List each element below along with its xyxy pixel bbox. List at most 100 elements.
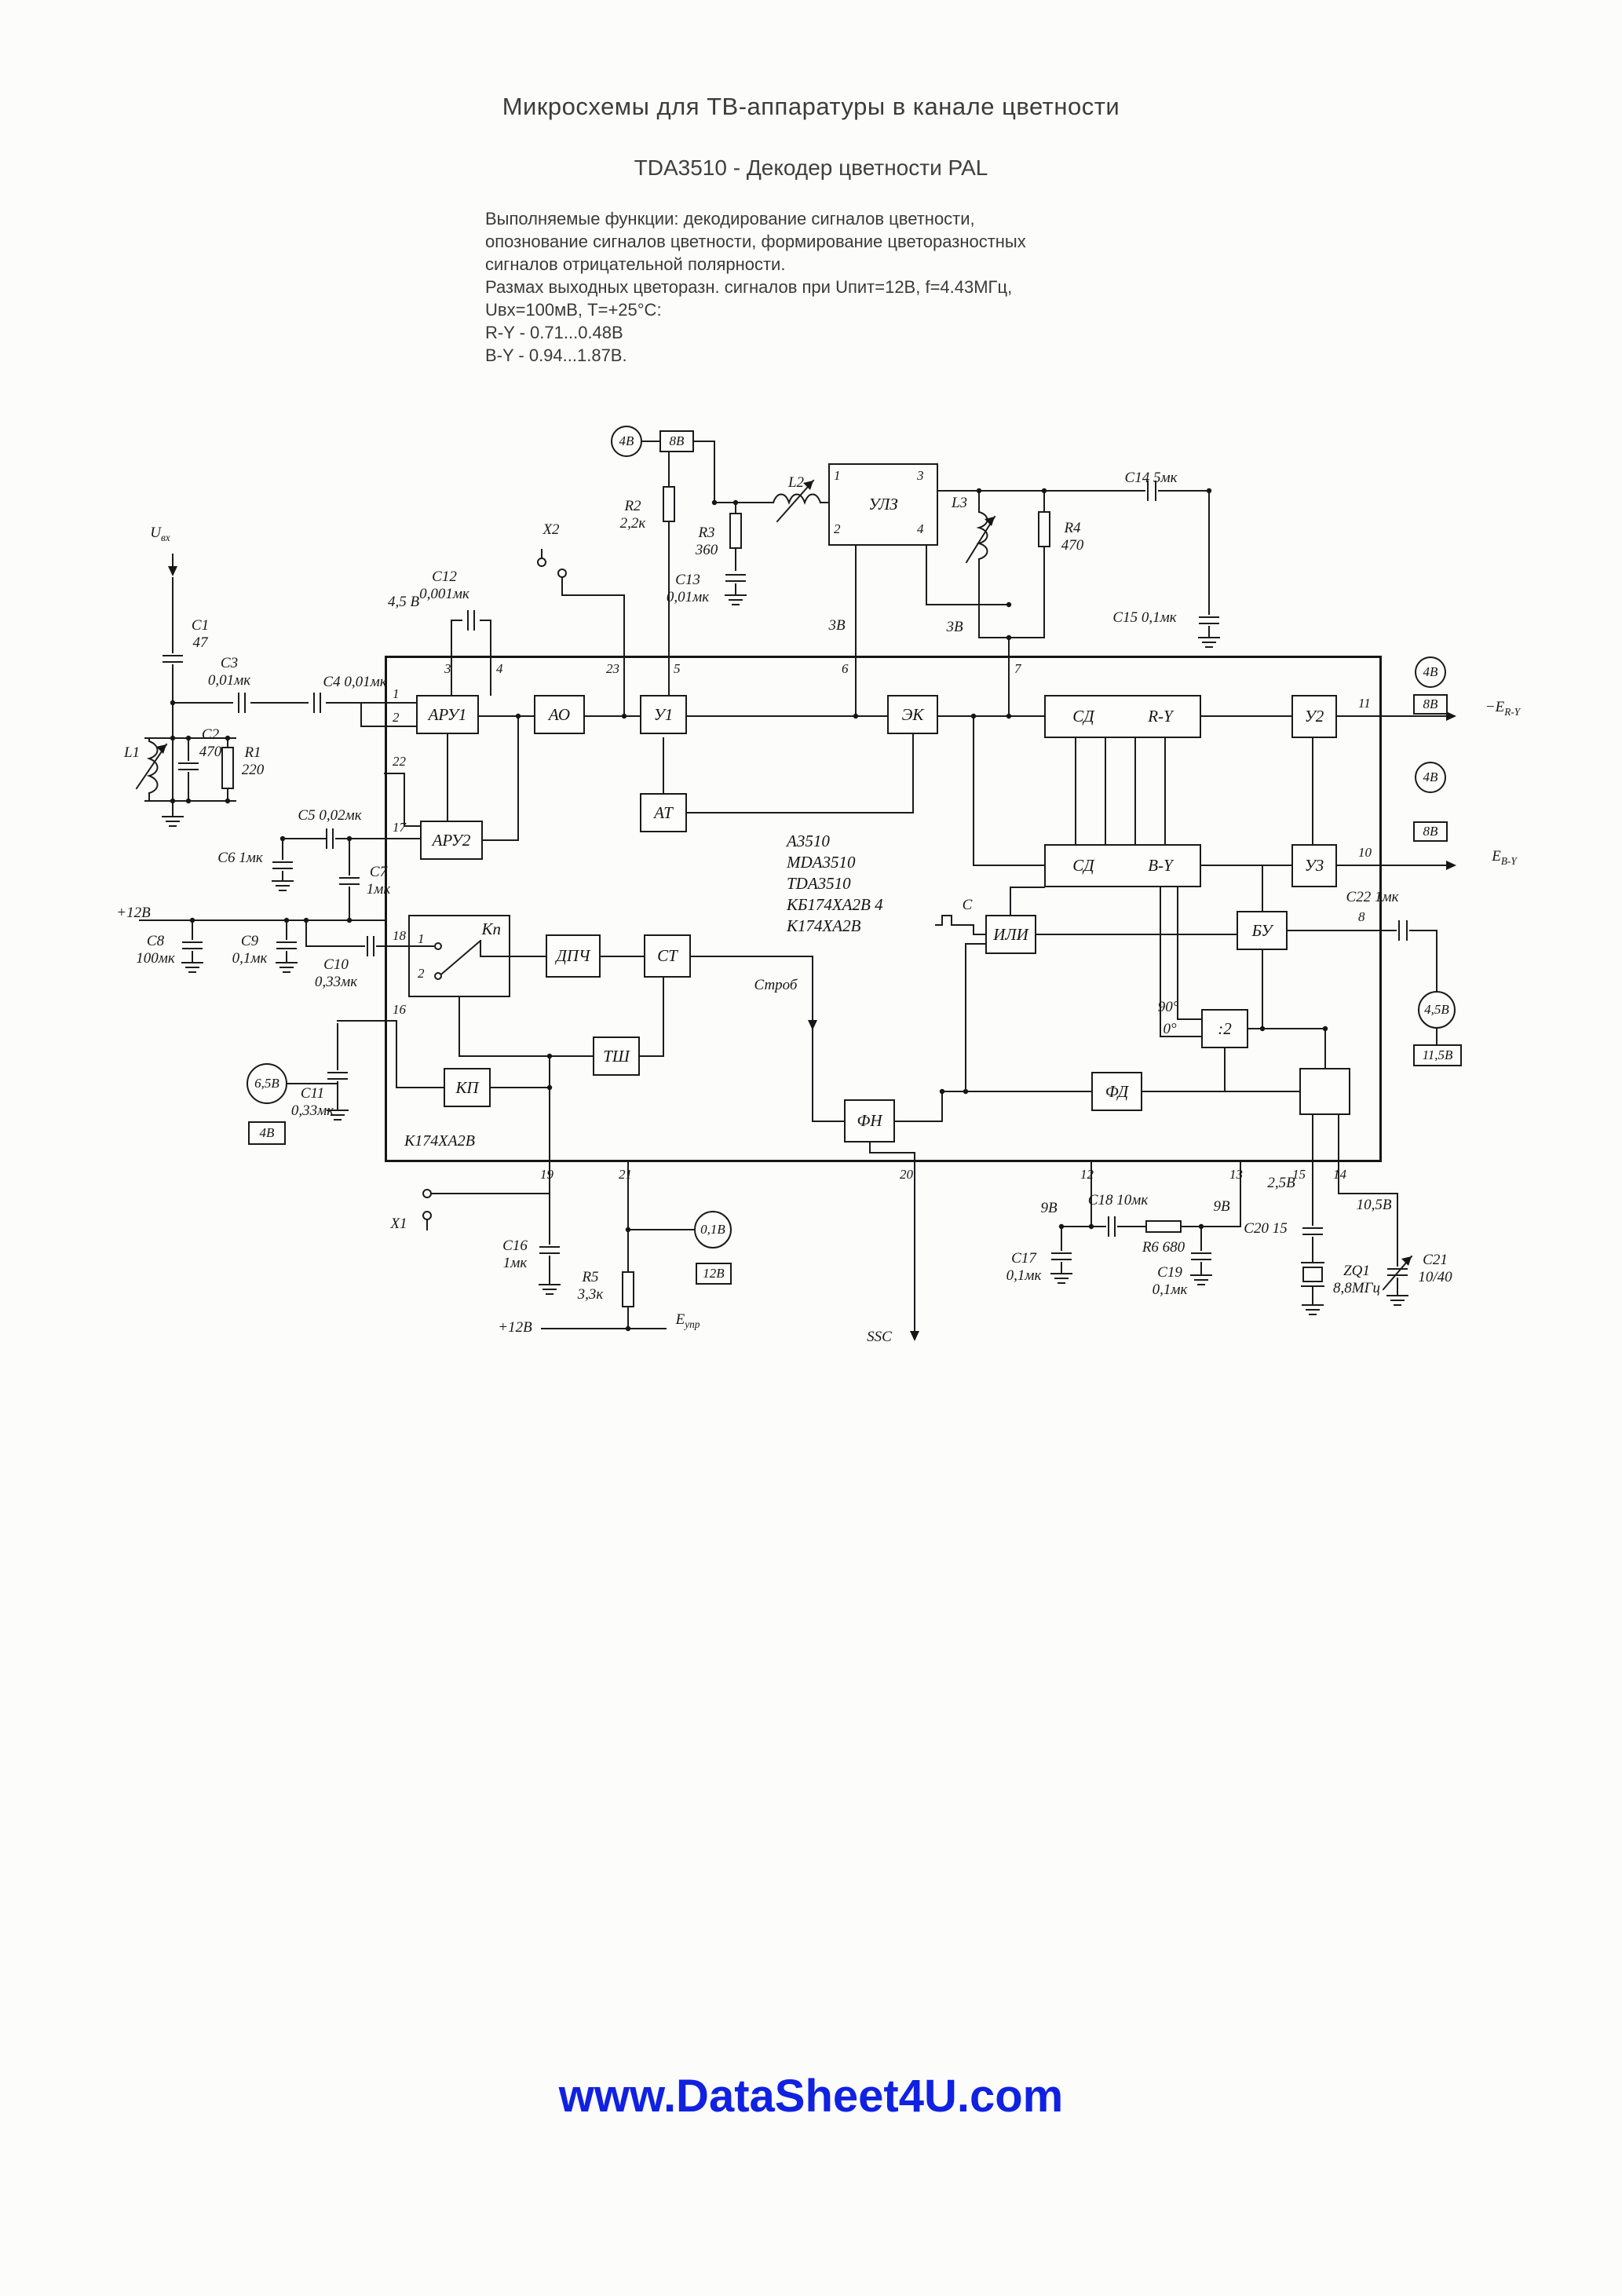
label-ssc: SSC bbox=[867, 1329, 892, 1345]
watermark: www.DataSheet4U.com bbox=[558, 2071, 1064, 2122]
block-u2: У2 bbox=[1291, 695, 1337, 738]
label-c22: C22 1мк bbox=[1346, 889, 1399, 905]
label-c10: C10 0,33мк bbox=[314, 956, 358, 990]
block-kp2: КП bbox=[444, 1068, 491, 1107]
switch-contact-number: 2 bbox=[418, 966, 425, 981]
pin-number: 7 bbox=[1014, 661, 1021, 676]
page-title: Микросхемы для ТВ-аппаратуры в канале цв… bbox=[502, 93, 1120, 120]
label-text: E bbox=[1492, 848, 1501, 865]
description-line: Размах выходных цветоразн. сигналов при … bbox=[485, 277, 1013, 297]
label-zq1: ZQ1 8,8МГц bbox=[1333, 1263, 1380, 1296]
label-9v-b: 9В bbox=[1213, 1198, 1230, 1215]
block-label: ФД bbox=[1105, 1081, 1129, 1101]
block-label: R-Y bbox=[1148, 707, 1173, 726]
ic-part-number: К174ХА2В bbox=[787, 916, 861, 935]
pin-number: 4 bbox=[917, 521, 924, 536]
label-plus12v-bottom: +12В bbox=[498, 1319, 532, 1336]
label-c15: C15 0,1мк bbox=[1112, 609, 1177, 626]
schematic-wiring-graphic bbox=[135, 441, 1457, 1342]
block-label: ДПЧ bbox=[556, 946, 590, 965]
label-c5: C5 0,02мк bbox=[298, 807, 362, 824]
block-label: Кп bbox=[481, 919, 501, 938]
label-u-in: Uвх bbox=[150, 525, 170, 543]
label-c2: C2 470 bbox=[199, 726, 222, 760]
block-st: СТ bbox=[644, 934, 691, 978]
label-c1: C1 47 bbox=[191, 617, 210, 651]
label-c12: C12 0,001мк bbox=[419, 569, 469, 602]
pin-number: 6 bbox=[842, 661, 849, 676]
voltage-badge-circle: 6,5В bbox=[247, 1063, 287, 1104]
block-label: ЭК bbox=[901, 704, 924, 724]
label-0deg: 0° bbox=[1163, 1021, 1177, 1037]
block-ek: ЭК bbox=[887, 695, 938, 734]
voltage-badge-circle: 4В bbox=[1415, 656, 1446, 688]
pin-number: 14 bbox=[1333, 1167, 1346, 1182]
label-c18: С18 10мк bbox=[1087, 1192, 1149, 1208]
pin-number: 19 bbox=[540, 1167, 553, 1182]
label-subscript: упр bbox=[685, 1318, 700, 1330]
block-label: АО bbox=[548, 704, 571, 724]
description: Выполняемые функции: декодирование сигна… bbox=[485, 207, 1026, 367]
ic-part-number: A3510 bbox=[787, 832, 830, 850]
block-label: :2 bbox=[1218, 1018, 1232, 1038]
label-r2: R2 2,2к bbox=[619, 498, 646, 532]
pin-number: 2 bbox=[834, 521, 841, 536]
ic-outline bbox=[385, 656, 1382, 1162]
label-c7: C7 1мк bbox=[366, 864, 391, 898]
block-label: АРУ1 bbox=[428, 704, 467, 724]
block-agc2: АРУ2 bbox=[420, 821, 483, 860]
label-subscript: R-Y bbox=[1504, 705, 1521, 718]
pin-number: 2 bbox=[393, 710, 400, 725]
pin-number: 13 bbox=[1229, 1167, 1243, 1182]
block-label: ТШ bbox=[603, 1046, 630, 1066]
block-demod-ry: СД R-Y bbox=[1044, 695, 1201, 738]
block-phase-detector: ФД bbox=[1091, 1072, 1142, 1111]
pin-number: 12 bbox=[1080, 1167, 1094, 1182]
block-bu: БУ bbox=[1237, 911, 1288, 950]
block-divider-2: :2 bbox=[1201, 1009, 1248, 1048]
block-label: УЛЗ bbox=[868, 495, 898, 514]
voltage-badge-circle: 0,1В bbox=[694, 1211, 732, 1249]
pin-number: 16 bbox=[393, 1002, 406, 1017]
label-r5: R5 3,3к bbox=[577, 1269, 604, 1303]
label-c8: C8 100мк bbox=[136, 933, 175, 967]
label-c14: C14 5мк bbox=[1124, 470, 1178, 486]
label-c6: C6 1мк bbox=[217, 850, 263, 866]
label-r1: R1 220 bbox=[241, 744, 265, 778]
voltage-badge-box: 12В bbox=[696, 1263, 732, 1285]
pin-number: 8 bbox=[1358, 909, 1365, 924]
pin-number: 21 bbox=[619, 1167, 632, 1182]
label-clock: С bbox=[962, 897, 973, 913]
label-strobe: Строб bbox=[754, 977, 798, 993]
label-c16: C16 1мк bbox=[502, 1238, 528, 1271]
pin-number: 22 bbox=[393, 754, 406, 769]
pin-number: 3 bbox=[444, 661, 451, 676]
pin-number: 15 bbox=[1292, 1167, 1306, 1182]
label-2v5: 2,5В bbox=[1267, 1175, 1295, 1191]
label-r6: R6 680 bbox=[1142, 1239, 1185, 1256]
label-c13: C13 0,01мк bbox=[666, 572, 710, 605]
label-r4: R4 470 bbox=[1061, 520, 1084, 554]
label-4v5: 4,5 В bbox=[387, 594, 420, 610]
label-r3: R3 360 bbox=[695, 525, 718, 558]
ic-bottom-label: К174ХА2В bbox=[404, 1132, 475, 1150]
label-x1: X1 bbox=[390, 1216, 407, 1232]
description-line: опознование сигналов цветности, формиров… bbox=[485, 232, 1026, 251]
description-line: Uвх=100мВ, Т=+25°С: bbox=[485, 300, 662, 320]
label-output-r-y: −ER-Y bbox=[1485, 699, 1520, 718]
pin-number: 3 bbox=[917, 468, 924, 483]
label-c19: C19 0,1мк bbox=[1152, 1264, 1188, 1298]
label-plus12v-left: +12В bbox=[116, 905, 151, 921]
page-subtitle: TDA3510 - Декодер цветности PAL bbox=[634, 155, 988, 180]
block-u1: У1 bbox=[640, 695, 687, 734]
block-switch-kp: Кп bbox=[408, 915, 510, 997]
block-fn: ФН bbox=[844, 1099, 895, 1143]
label-x2: X2 bbox=[542, 521, 560, 538]
label-90deg: 90° bbox=[1157, 999, 1179, 1015]
ic-part-number: TDA3510 bbox=[787, 873, 851, 893]
block-label: ФН bbox=[857, 1111, 882, 1130]
pin-number: 1 bbox=[393, 686, 400, 701]
block-label: КП bbox=[455, 1077, 479, 1097]
schematic: АРУ1 АО У1 АТ АРУ2 ЭК СД R-Y СД B-Y У2 У… bbox=[116, 426, 1520, 1345]
label-output-b-y: EB-Y bbox=[1492, 848, 1517, 867]
